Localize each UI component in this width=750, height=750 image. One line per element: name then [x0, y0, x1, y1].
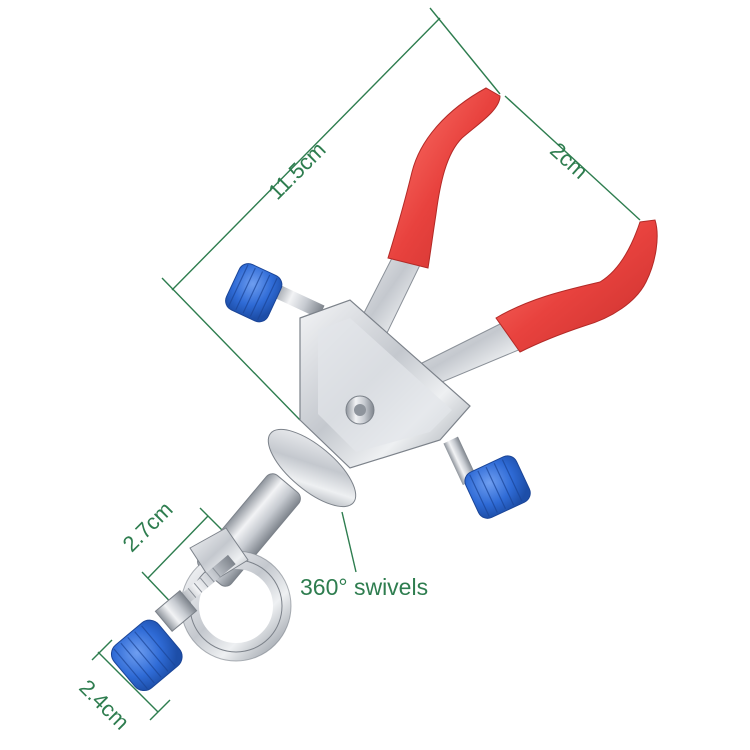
jaw-dimension-line — [504, 95, 641, 221]
length-dimension-line — [171, 17, 441, 291]
upper-thumb-screw — [225, 263, 325, 323]
clamp-body — [299, 299, 471, 469]
lower-jaw-arm — [403, 219, 658, 393]
swivel-callout-line — [341, 511, 357, 573]
knob-dimension-line — [97, 651, 159, 713]
dimension-lines — [91, 7, 641, 721]
swivel-callout-label: 360° swivels — [300, 574, 429, 600]
base-thumb-screw — [110, 554, 236, 692]
clamp-height-dimension-line — [147, 515, 209, 579]
lower-thumb-screw — [443, 436, 531, 519]
